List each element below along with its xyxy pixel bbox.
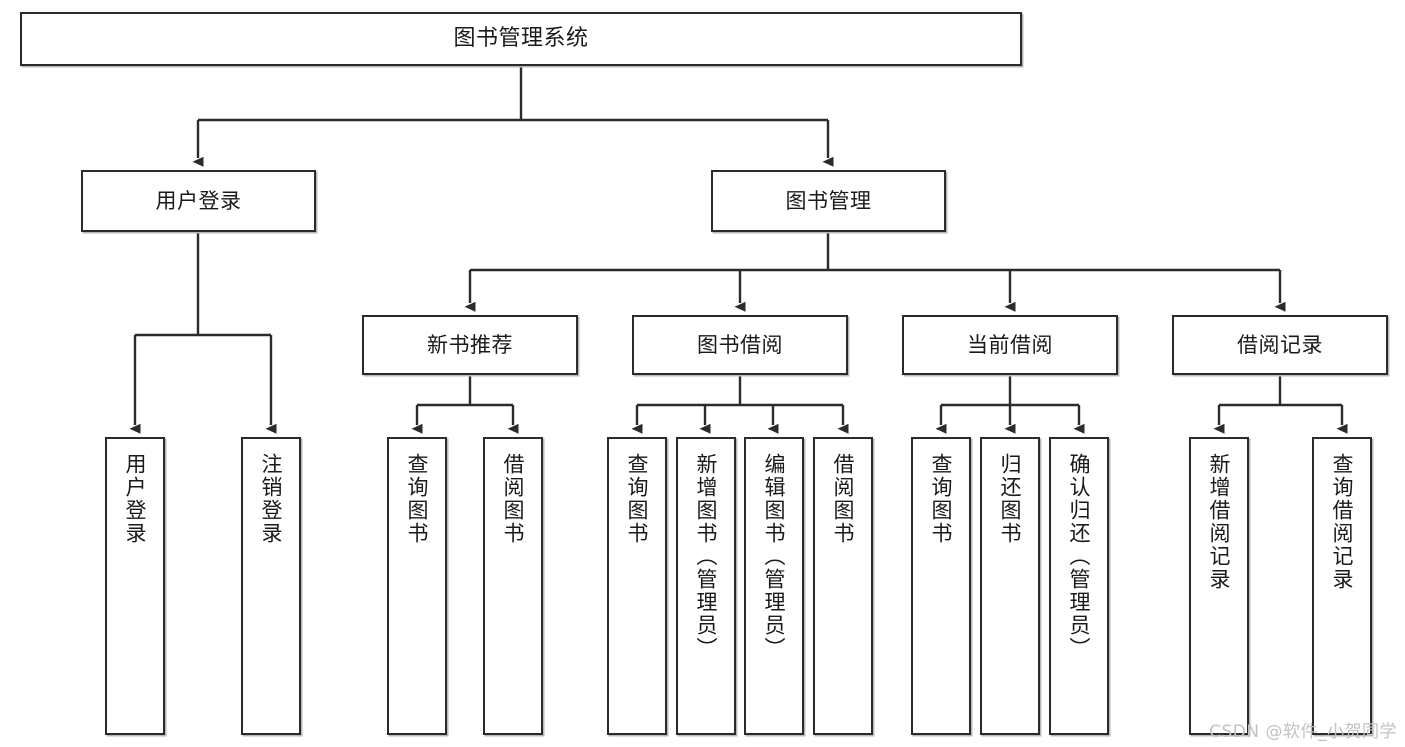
node-label: 注销登录 [259, 453, 284, 545]
node-label: 新增图书（管理员） [694, 453, 719, 660]
node-root-system[interactable]: 图书管理系统 [20, 12, 1022, 66]
node-user-login[interactable]: 用户登录 [81, 170, 316, 232]
node-label: 归还图书 [998, 453, 1023, 545]
node-label: 确认归还（管理员） [1067, 453, 1092, 660]
edge-root-to-level1 [192, 66, 834, 167]
node-label: 图书管理 [785, 188, 872, 213]
node-leaf-add-book[interactable]: 新增图书（管理员） [676, 437, 736, 735]
node-label: 编辑图书（管理员） [762, 453, 787, 660]
node-borrow-record[interactable]: 借阅记录 [1172, 315, 1388, 375]
edge-new-book-recommend-to-leaves [411, 375, 519, 434]
node-label: 借阅图书 [501, 453, 526, 545]
node-label: 当前借阅 [967, 332, 1053, 357]
node-leaf-return-book[interactable]: 归还图书 [980, 437, 1040, 735]
node-leaf-user-logout[interactable]: 注销登录 [241, 437, 301, 735]
node-label: 查询图书 [625, 453, 650, 545]
edge-book-borrow-to-leaves [631, 375, 849, 434]
node-leaf-query-book-recommend[interactable]: 查询图书 [387, 437, 447, 735]
node-label: 借阅记录 [1237, 332, 1323, 357]
node-label: 图书管理系统 [453, 26, 589, 52]
node-label: 用户登录 [155, 188, 242, 213]
node-leaf-query-book-borrow[interactable]: 查询图书 [607, 437, 667, 735]
node-leaf-borrow-book[interactable]: 借阅图书 [813, 437, 873, 735]
edge-current-borrow-to-leaves [935, 375, 1085, 434]
node-book-borrow[interactable]: 图书借阅 [632, 315, 848, 375]
watermark-text: CSDN @软件_小贺同学 [1209, 722, 1397, 742]
edge-book-management-to-level2 [464, 232, 1286, 312]
edge-borrow-record-to-leaves [1213, 375, 1348, 434]
node-label: 借阅图书 [831, 453, 856, 545]
node-leaf-edit-book[interactable]: 编辑图书（管理员） [744, 437, 804, 735]
node-new-book-recommend[interactable]: 新书推荐 [362, 315, 578, 375]
node-leaf-add-borrow-record[interactable]: 新增借阅记录 [1189, 437, 1249, 735]
node-leaf-user-login[interactable]: 用户登录 [105, 437, 165, 735]
node-label: 新书推荐 [427, 332, 513, 357]
node-leaf-confirm-return[interactable]: 确认归还（管理员） [1049, 437, 1109, 735]
node-label: 查询借阅记录 [1330, 453, 1355, 591]
node-label: 图书借阅 [697, 332, 783, 357]
node-book-management[interactable]: 图书管理 [711, 170, 946, 232]
node-leaf-query-borrow-record[interactable]: 查询借阅记录 [1312, 437, 1372, 735]
node-leaf-borrow-book-recommend[interactable]: 借阅图书 [483, 437, 543, 735]
edge-user-login-to-leaves [129, 232, 277, 434]
node-label: 查询图书 [929, 453, 954, 545]
node-label: 新增借阅记录 [1207, 453, 1232, 591]
node-current-borrow[interactable]: 当前借阅 [902, 315, 1118, 375]
node-label: 查询图书 [405, 453, 430, 545]
node-label: 用户登录 [123, 453, 148, 545]
node-leaf-query-book-current[interactable]: 查询图书 [911, 437, 971, 735]
